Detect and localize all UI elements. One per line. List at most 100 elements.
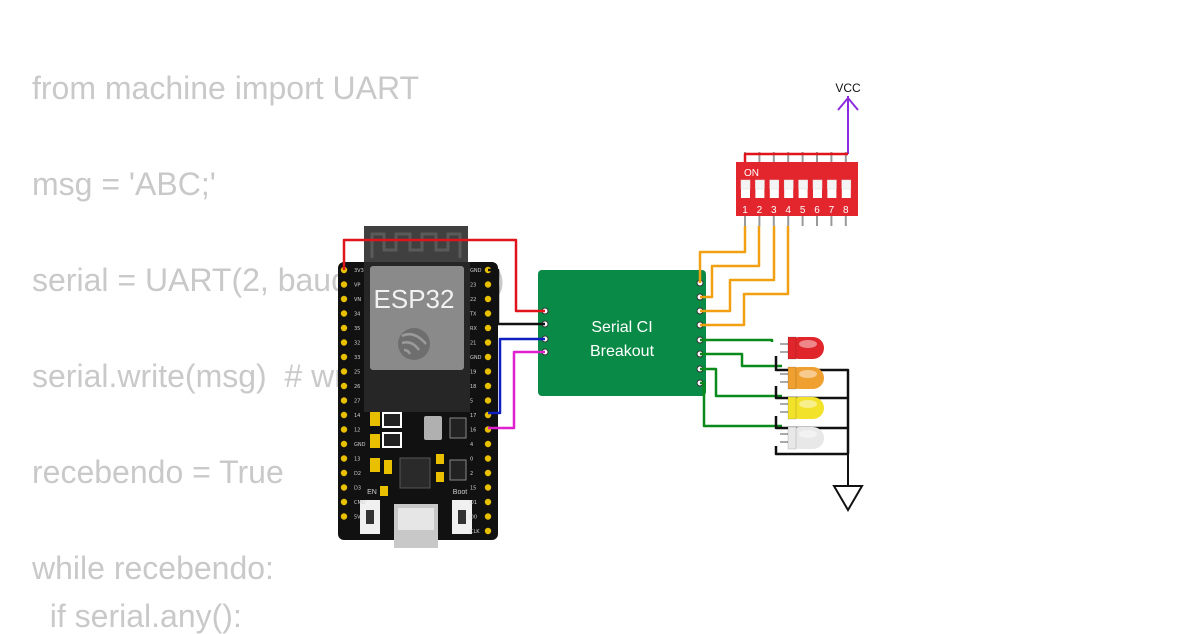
esp32-pin-label: CLK: [470, 529, 480, 535]
esp32-pin-label: D2: [354, 471, 361, 477]
esp32-pin-label: 0: [470, 457, 473, 463]
esp32-pin[interactable]: [340, 469, 348, 477]
dip-number: 1: [742, 205, 748, 216]
esp32-pin-label: CMD: [354, 500, 366, 506]
dip-number: 8: [843, 205, 849, 216]
esp32-pin[interactable]: [484, 455, 492, 462]
esp32-pin[interactable]: [484, 469, 492, 477]
ground-symbol: [832, 454, 864, 512]
vcc-symbol: VCC: [835, 81, 861, 154]
esp32-pin[interactable]: [340, 339, 348, 346]
code-line-6: while recebendo:: [32, 550, 274, 586]
esp32-pin[interactable]: [484, 484, 492, 491]
esp32-pin-label: GND: [354, 442, 366, 448]
esp32-pin-label: TX: [469, 312, 477, 318]
wire: [488, 350, 545, 430]
wire: [774, 416, 848, 430]
dip-number: 3: [771, 205, 777, 216]
esp32-pin-label: 33: [354, 355, 360, 361]
led-orange[interactable]: [780, 366, 824, 390]
wire: [700, 367, 782, 398]
esp32-pin[interactable]: [484, 527, 492, 535]
esp32-pin[interactable]: [484, 440, 492, 448]
esp32-label: ESP32: [374, 284, 455, 314]
esp32-pin[interactable]: [340, 397, 348, 404]
esp32-pin[interactable]: [484, 368, 492, 375]
esp32-pin[interactable]: [484, 397, 492, 404]
esp32-pin[interactable]: [340, 411, 348, 419]
esp32-regulator: [424, 416, 442, 440]
led-body: [788, 337, 824, 359]
esp32-pin[interactable]: [340, 324, 348, 332]
esp32-pin[interactable]: [340, 455, 348, 462]
esp32-pin[interactable]: [340, 353, 348, 361]
esp32-pin-label: 13: [354, 457, 360, 463]
boot-label: Boot: [453, 489, 467, 496]
esp32-pin-label: 2: [470, 471, 473, 477]
esp32-pin-label: 3V3: [354, 268, 364, 274]
led-white[interactable]: [780, 426, 824, 450]
wire: [743, 152, 848, 162]
esp32-pin[interactable]: [484, 382, 492, 390]
serial-breakout-board[interactable]: Serial CI Breakout: [538, 270, 706, 396]
esp32-pin-label: 27: [354, 399, 360, 405]
esp32-pin-label: D1: [470, 500, 477, 506]
esp32-pin-label: 35: [354, 326, 360, 332]
esp32-component: [370, 412, 380, 426]
wire: [488, 337, 545, 415]
esp32-pin[interactable]: [484, 513, 492, 520]
dip-number: 6: [814, 205, 820, 216]
esp32-pin-label: 14: [354, 413, 360, 419]
esp32-pin[interactable]: [484, 295, 492, 303]
breakout-pcb: [538, 270, 706, 396]
wire: [488, 268, 545, 326]
esp32-pin-label: 12: [354, 428, 360, 434]
esp32-pin[interactable]: [484, 498, 492, 506]
esp32-pin-label: 32: [354, 341, 360, 347]
esp32-pin-label: 23: [470, 283, 476, 289]
vcc-arrow-icon: [837, 96, 859, 111]
esp32-pin-label: GND: [470, 268, 482, 274]
dip-number: 7: [829, 205, 835, 216]
esp32-pin[interactable]: [340, 484, 348, 491]
led-array: [780, 336, 824, 450]
esp32-pin[interactable]: [484, 324, 492, 332]
esp32-pin[interactable]: [340, 498, 348, 506]
esp32-pin[interactable]: [340, 513, 348, 520]
led-red[interactable]: [780, 336, 824, 360]
esp32-pin[interactable]: [340, 382, 348, 390]
esp32-pin[interactable]: [340, 440, 348, 448]
esp32-component: [449, 417, 467, 439]
led-body: [788, 427, 824, 449]
wire: [700, 226, 790, 327]
code-line-2: msg = 'ABC;': [32, 166, 216, 202]
esp32-pin-label: 22: [470, 297, 476, 303]
wire: [700, 226, 776, 313]
esp32-shield: [370, 266, 464, 370]
esp32-pin[interactable]: [484, 281, 492, 288]
esp32-pin[interactable]: [340, 368, 348, 375]
esp32-pin-label: RX: [470, 326, 477, 332]
dip-number: 5: [800, 205, 806, 216]
code-line-5: recebendo = True: [32, 454, 284, 490]
breakout-label-line1: Serial CI: [591, 319, 652, 336]
esp32-pin[interactable]: [484, 339, 492, 346]
dip-number: 4: [785, 205, 791, 216]
esp32-pin-label: 4: [470, 442, 473, 448]
esp32-pin-label: 5: [470, 399, 473, 405]
led-yellow[interactable]: [780, 396, 824, 420]
esp32-pin[interactable]: [340, 426, 348, 433]
vcc-label: VCC: [835, 81, 861, 95]
esp32-pin-label: VP: [354, 283, 360, 289]
esp32-pin[interactable]: [340, 310, 348, 317]
esp32-board[interactable]: ESP32 EN Boot 3V3VPVN343532332526271412G…: [338, 226, 498, 548]
breakout-label-line2: Breakout: [590, 343, 655, 360]
esp32-pin[interactable]: [340, 295, 348, 303]
esp32-pin[interactable]: [484, 310, 492, 317]
wire: [698, 226, 747, 283]
esp32-pin[interactable]: [340, 281, 348, 288]
esp32-pin[interactable]: [484, 353, 492, 361]
